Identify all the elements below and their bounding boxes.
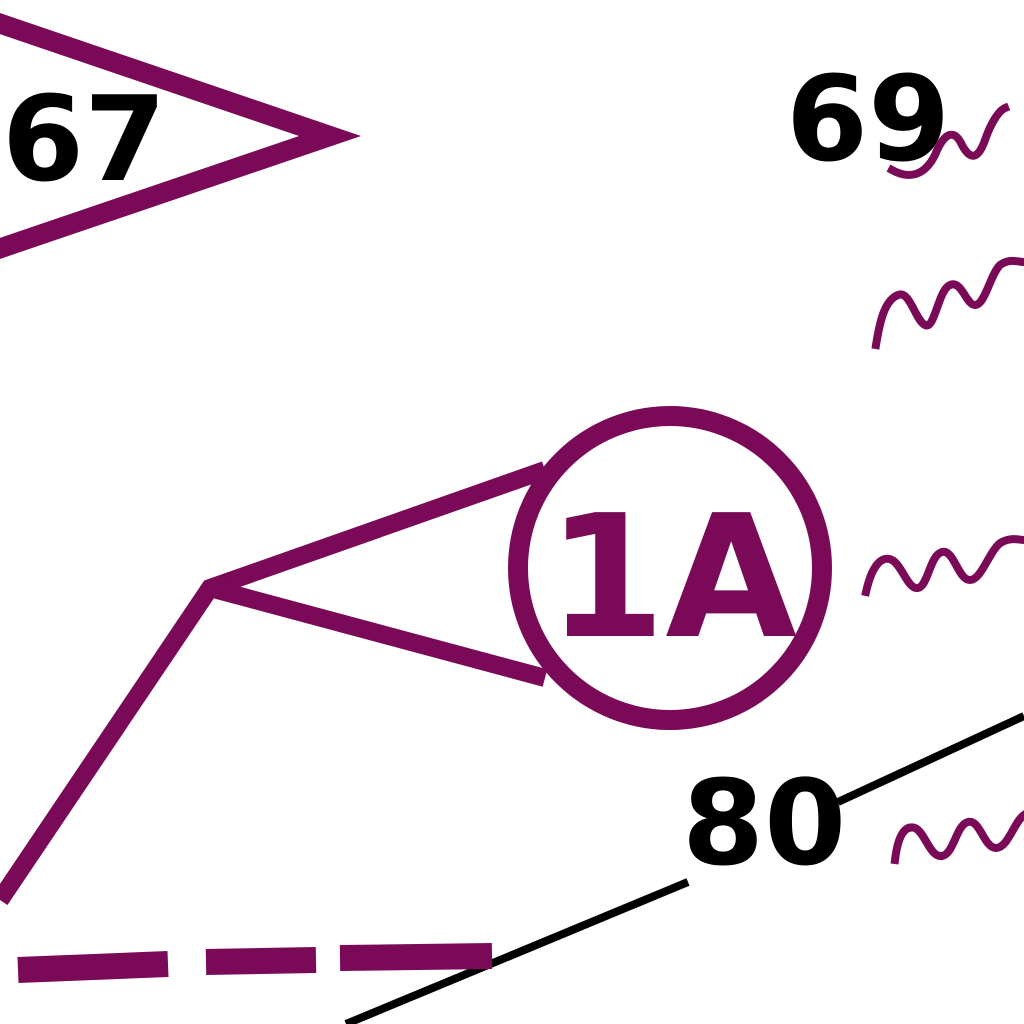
dashed-track-segment-1: [17, 951, 169, 983]
dashed-track-segment-3: [339, 943, 493, 971]
control-point-67[interactable]: 67: [0, 10, 362, 262]
squiggle-mark-1: [886, 102, 1011, 179]
control-1a-label: 1A: [547, 479, 797, 677]
course-leg-line-lower[interactable]: [207, 579, 548, 687]
dashed-track-segment-2: [205, 947, 317, 975]
control-67-label: 67: [2, 70, 166, 208]
height-label-69: 69: [786, 50, 950, 188]
contour-line-left: [344, 878, 690, 1024]
control-point-1a[interactable]: 1A: [508, 406, 832, 730]
squiggle-mark-4: [890, 810, 1024, 865]
control-1a-circle: [508, 406, 832, 730]
squiggle-mark-3: [861, 535, 1024, 597]
control-67-triangle: [0, 13, 362, 259]
contour-line-right: [836, 712, 1024, 806]
contour-label-80: 80: [682, 754, 846, 892]
squiggle-mark-2: [871, 256, 1024, 350]
